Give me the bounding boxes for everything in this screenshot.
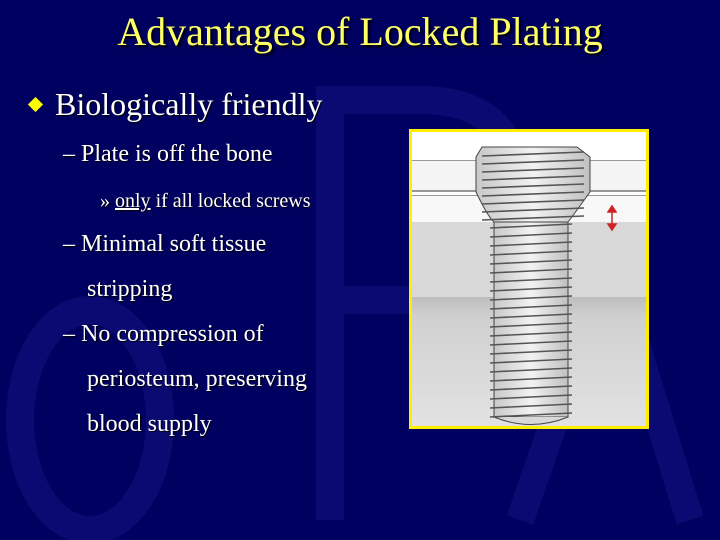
thread-line: [489, 349, 573, 355]
locking-screw-figure: [409, 129, 649, 429]
thread-line: [489, 367, 573, 373]
raquo-marker: »: [100, 190, 115, 212]
locking-screw-diagram: [412, 135, 646, 426]
thread-line: [481, 191, 585, 197]
thread-line: [481, 151, 585, 157]
sub-sub-bullet-rest: if all locked screws: [150, 190, 311, 212]
thread-line: [481, 207, 585, 213]
thread-line: [489, 259, 573, 265]
sub-bullet-soft-tissue: – Minimal soft tissue: [63, 231, 267, 257]
thread-line: [489, 376, 573, 382]
screw-threads: [481, 151, 585, 418]
thread-line: [489, 232, 573, 238]
main-bullet: Biologically friendly: [55, 86, 323, 122]
thread-line: [489, 250, 573, 256]
sub-bullet-periosteum: – No compression of: [63, 321, 264, 347]
thread-line: [481, 183, 585, 189]
thread-line: [489, 304, 573, 310]
thread-line: [489, 268, 573, 274]
sub-bullet-periosteum-cont2: blood supply: [87, 411, 212, 437]
thread-line: [489, 322, 573, 328]
gap-arrow-icon: [606, 204, 618, 232]
thread-line: [489, 286, 573, 292]
underlined-word: only: [115, 190, 151, 212]
thread-line: [481, 159, 585, 165]
thread-line: [481, 215, 585, 221]
thread-line: [489, 223, 573, 229]
thread-line: [481, 167, 585, 173]
thread-line: [481, 199, 585, 205]
sub-bullet-plate-off-bone: – Plate is off the bone: [63, 141, 273, 167]
thread-line: [489, 412, 573, 418]
thread-line: [489, 394, 573, 400]
sub-bullet-periosteum-cont1: periosteum, preserving: [87, 366, 307, 392]
diamond-bullet-icon: [28, 97, 43, 112]
sub-bullet-soft-tissue-cont: stripping: [87, 276, 173, 302]
slide-title: Advantages of Locked Plating: [117, 9, 603, 54]
thread-line: [489, 295, 573, 301]
thread-line: [489, 277, 573, 283]
thread-line: [489, 313, 573, 319]
thread-line: [489, 241, 573, 247]
thread-line: [489, 403, 573, 409]
thread-line: [489, 385, 573, 391]
thread-line: [489, 331, 573, 337]
thread-line: [481, 175, 585, 181]
sub-sub-bullet-locked-screws: » only if all locked screws: [100, 190, 311, 213]
thread-line: [489, 340, 573, 346]
thread-line: [489, 358, 573, 364]
